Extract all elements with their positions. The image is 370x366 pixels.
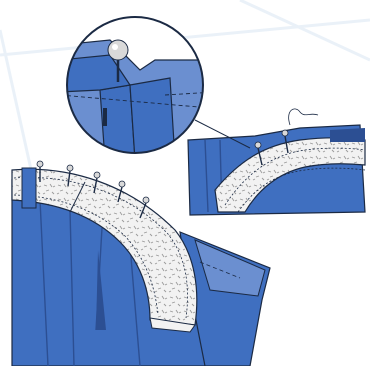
upper-right-garment — [188, 109, 365, 215]
